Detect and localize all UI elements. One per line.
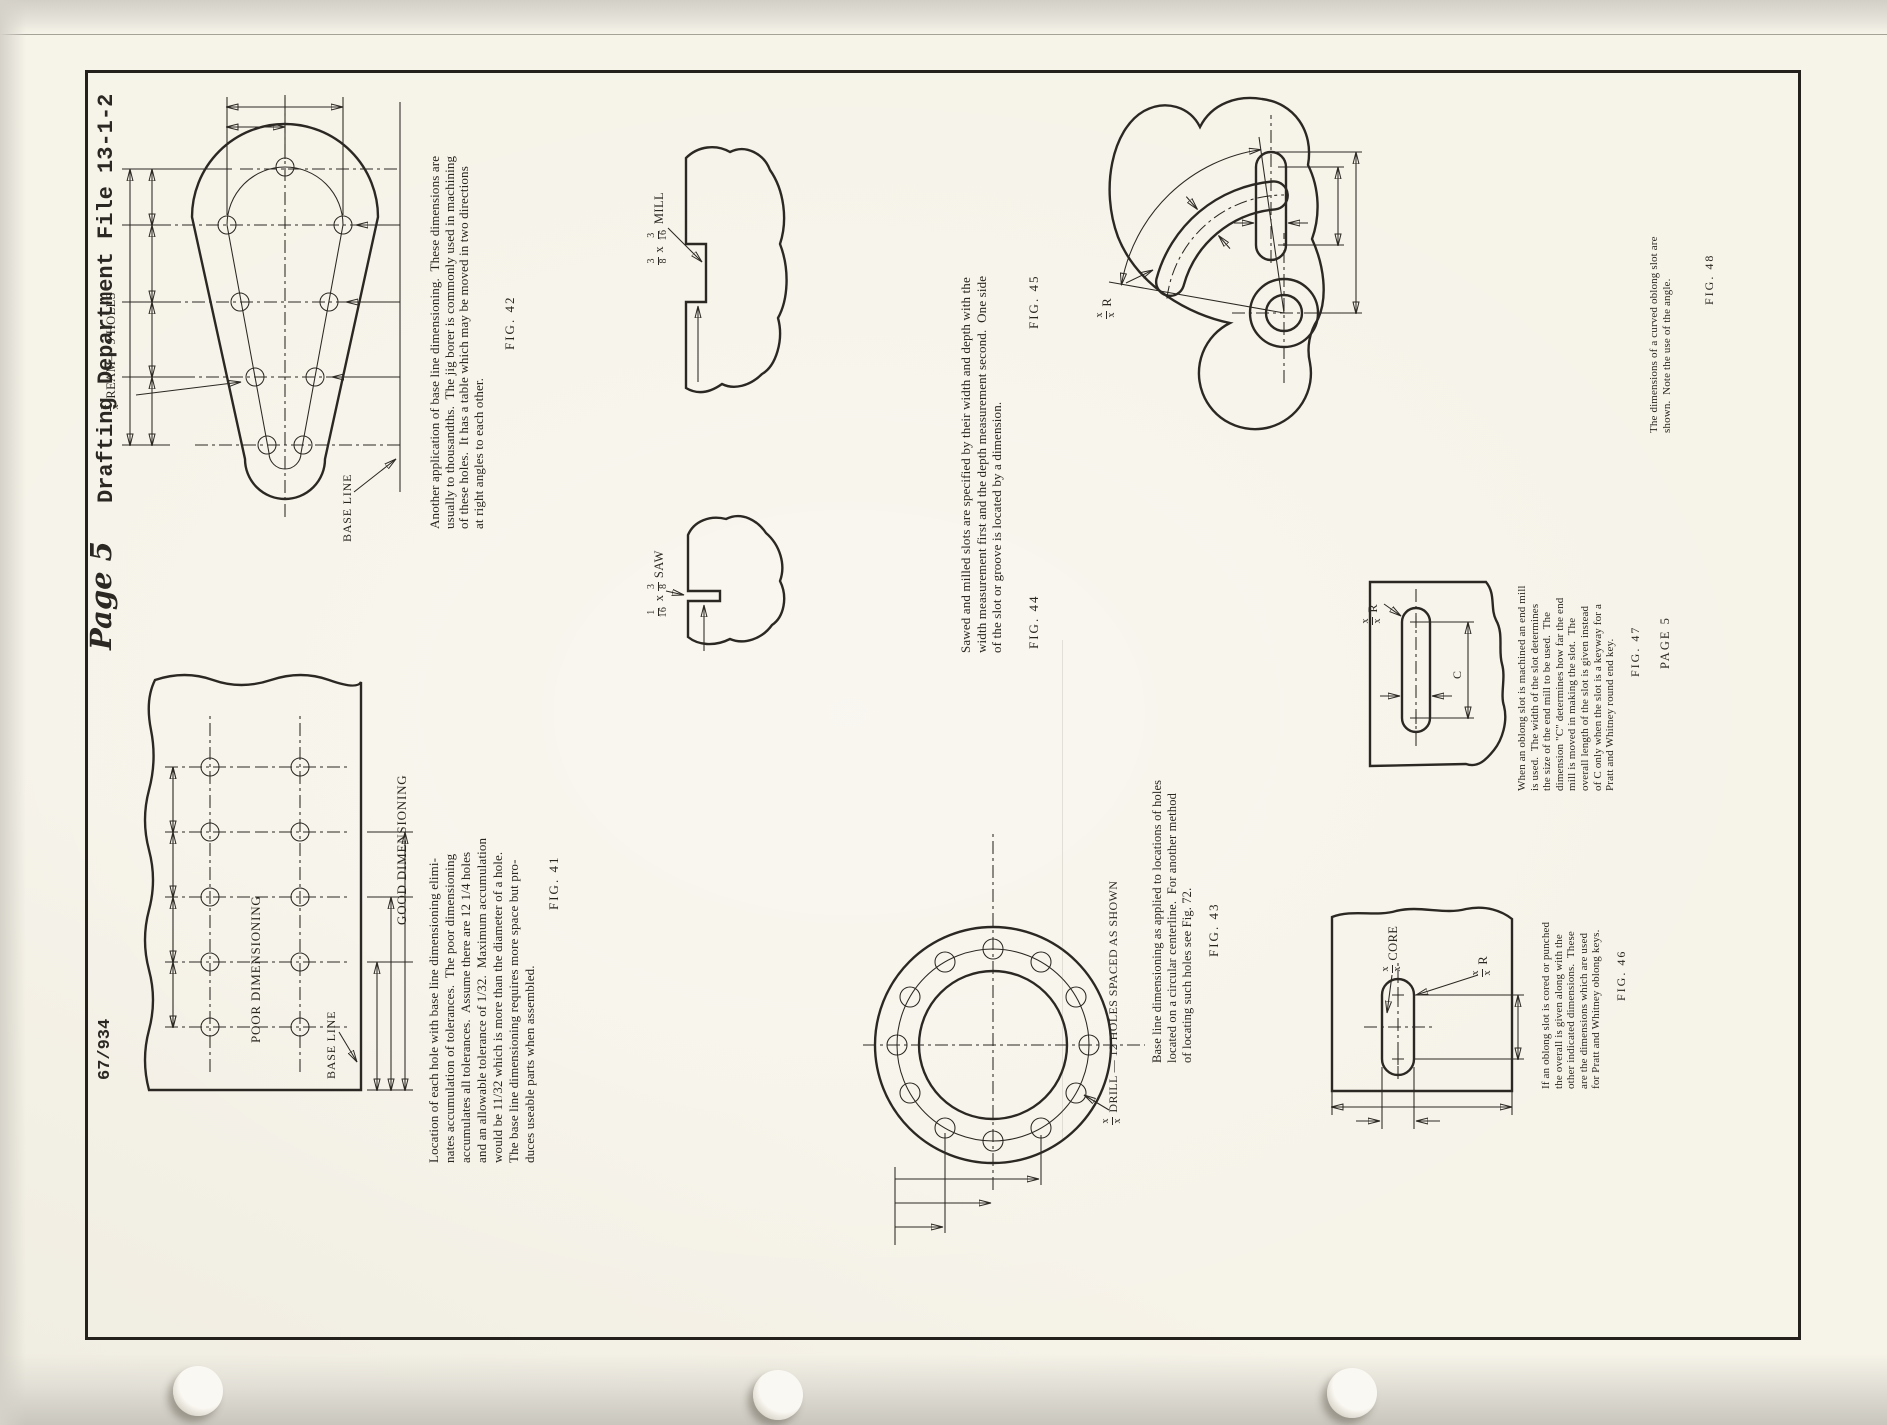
fig47-drawing bbox=[1368, 580, 1507, 768]
fig43-drawing bbox=[863, 830, 1145, 1245]
fig44-label-leader bbox=[665, 591, 684, 595]
fig41-baseline-leader bbox=[338, 1031, 357, 1062]
fig47-caption: When an oblong slot is machined an end m… bbox=[1516, 585, 1617, 791]
scan-edge-top bbox=[0, 0, 1887, 35]
fig42-plate-outline bbox=[190, 122, 380, 501]
fig41-holes bbox=[200, 757, 310, 1037]
fig45-label-leader bbox=[667, 227, 702, 262]
fig42-caption: Another application of base line dimensi… bbox=[427, 155, 486, 529]
punch-hole bbox=[1327, 1368, 1377, 1418]
punch-hole bbox=[753, 1370, 803, 1420]
fig45-drawing bbox=[667, 146, 788, 394]
fig48-angle-dim bbox=[1122, 150, 1262, 285]
fig43-holes bbox=[886, 938, 1100, 1152]
fig45-label: FIG. 45 bbox=[1026, 274, 1041, 329]
fig47-c-dim-label: C bbox=[1450, 670, 1464, 679]
fig44-part-outline bbox=[686, 514, 786, 646]
fig48-drawing bbox=[1108, 96, 1362, 431]
fig48-r-leader bbox=[1125, 270, 1153, 284]
fig44-45-caption: Sawed and milled slots are specified by … bbox=[958, 275, 1004, 653]
fig46-caption: If an oblong slot is cored or punched th… bbox=[1540, 921, 1603, 1089]
fig47-plate-outline bbox=[1368, 580, 1507, 768]
fig43-drill-leader bbox=[1084, 1095, 1110, 1111]
fig42-drawing bbox=[122, 95, 401, 517]
fig42-holes bbox=[217, 157, 353, 455]
fig46-label: FIG. 46 bbox=[1614, 949, 1628, 1001]
fig48-label: FIG. 48 bbox=[1702, 253, 1716, 305]
fig43-label: FIG. 43 bbox=[1206, 902, 1221, 957]
page-label: Page 5 bbox=[84, 541, 118, 650]
fig47-r-leader bbox=[1383, 603, 1401, 616]
scan-edge-left bbox=[0, 0, 26, 1425]
fig46-plate-outline bbox=[1330, 906, 1514, 1093]
footer-page-label: PAGE 5 bbox=[1658, 616, 1672, 669]
fig44-label: FIG. 44 bbox=[1026, 594, 1041, 649]
fig41-plate-outline bbox=[143, 673, 363, 1092]
fig41-label: FIG. 41 bbox=[546, 855, 561, 910]
fig42-hole-ring bbox=[226, 166, 344, 470]
fig42-baseline-leader bbox=[353, 459, 396, 493]
scan-edge-bottom bbox=[0, 1354, 1887, 1425]
fig42-ream-leader bbox=[135, 382, 241, 396]
fig42-baseline-label: BASE LINE bbox=[340, 473, 354, 542]
fig45-part-outline bbox=[684, 146, 788, 394]
fig48-body-outline bbox=[1108, 96, 1325, 431]
fig41-good-label: GOOD DIMENSIONING bbox=[394, 774, 409, 925]
fig47-label: FIG. 47 bbox=[1628, 625, 1642, 677]
fig41-poor-label: POOR DIMENSIONING bbox=[248, 895, 263, 1043]
doc-number: 67/934 bbox=[96, 1018, 115, 1080]
fig42-label: FIG. 42 bbox=[502, 295, 517, 350]
fig46-core-leader bbox=[1387, 974, 1393, 1013]
fig41-drawing bbox=[143, 673, 413, 1092]
fig48-slot-centerline-arc bbox=[1166, 194, 1285, 299]
fig48-caption: The dimensions of a curved oblong slot a… bbox=[1648, 236, 1673, 433]
fig43-caption: Base line dimensioning as applied to loc… bbox=[1150, 779, 1194, 1063]
fold-crease bbox=[1062, 640, 1063, 1140]
punch-hole bbox=[173, 1366, 223, 1416]
fig46-drawing bbox=[1330, 906, 1524, 1129]
fig41-baseline-label: BASE LINE bbox=[324, 1010, 338, 1079]
fig44-drawing bbox=[665, 514, 786, 651]
fig41-caption: Location of each hole with base line dim… bbox=[426, 837, 537, 1163]
fig46-r-leader bbox=[1416, 974, 1479, 996]
